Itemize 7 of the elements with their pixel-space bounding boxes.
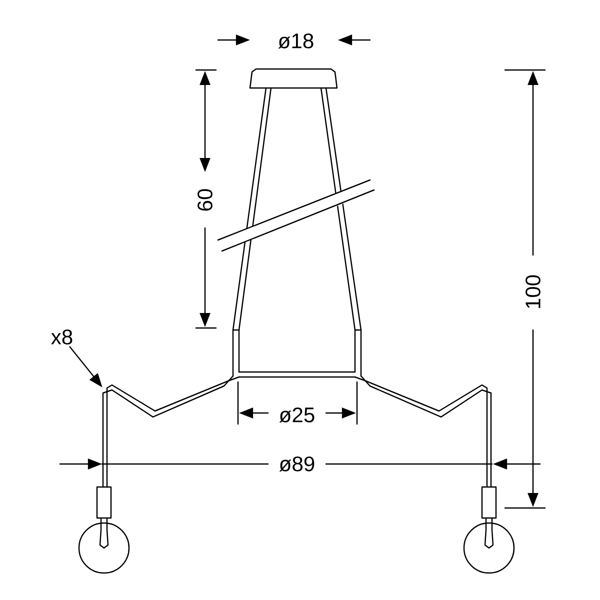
dimension-label: ø18 [278, 33, 314, 49]
callout-label: x8 [51, 330, 72, 344]
dimension-label: 100 [526, 275, 540, 308]
lamp-arm-drawing [102, 375, 240, 488]
dimension-label: 60 [198, 189, 212, 211]
dimension-label: ø89 [279, 456, 314, 472]
dimension-label: ø25 [279, 407, 314, 423]
